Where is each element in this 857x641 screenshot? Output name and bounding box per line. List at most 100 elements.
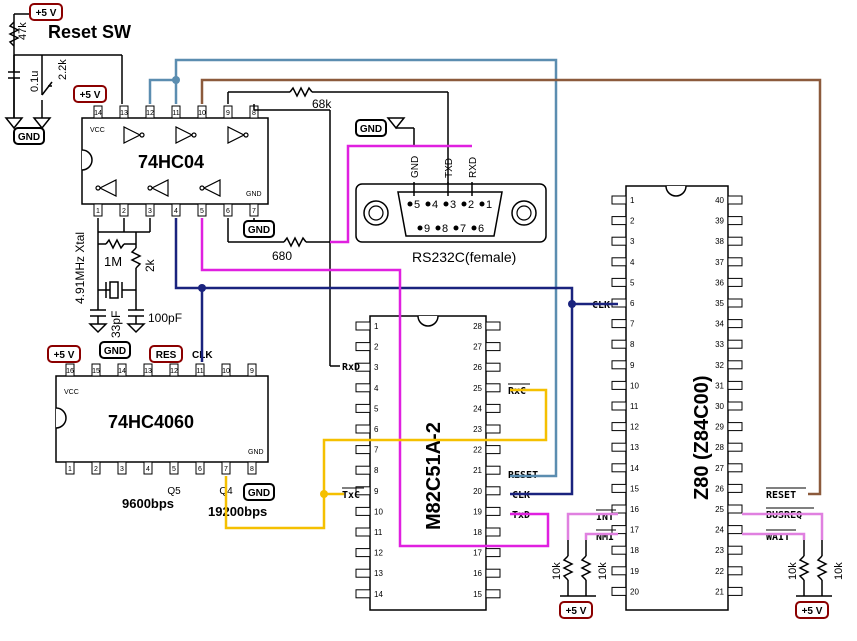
ic-pin (221, 461, 231, 475)
pin-number: 14 (374, 590, 383, 599)
ic-pin (91, 363, 101, 377)
ic-pin (611, 339, 627, 349)
pin-number: 7 (630, 320, 635, 329)
pin-number: 13 (144, 368, 152, 375)
pin-number: 10 (374, 507, 383, 516)
gnd-label-4060: GND (248, 488, 270, 499)
pin-number: 2 (374, 343, 379, 352)
uart-txd-label: TxD (512, 510, 530, 521)
ic-pin (727, 236, 743, 246)
pin-number: 13 (630, 443, 639, 452)
page-title: Reset SW (48, 22, 131, 42)
pin-number: 15 (92, 368, 100, 375)
vcc-box-top (29, 3, 63, 21)
pin-number: 2 (630, 217, 635, 226)
pin-number: 6 (630, 299, 635, 308)
gnd-symbol-reset (4, 117, 52, 130)
r68k-label: 68k (312, 97, 332, 111)
ic-pin (485, 342, 501, 352)
pin-number: 15 (473, 590, 482, 599)
ic-pin (355, 362, 371, 372)
uart-txc-label: TxC (342, 490, 360, 501)
res-label-4060: RES (156, 350, 177, 361)
pin-number: 16 (630, 505, 639, 514)
ic-pin (727, 380, 743, 390)
ic-pin (611, 422, 627, 432)
uart-rxc-label: RxC (508, 386, 526, 397)
pin-number: 7 (374, 446, 379, 455)
pin-number: 10 (222, 368, 230, 375)
net-z80-reset-brown (200, 78, 822, 496)
ic-pin (727, 545, 743, 555)
ic-pin (727, 339, 743, 349)
pin-number: 4 (146, 466, 150, 473)
ic-pin (727, 360, 743, 370)
db9-gnd-label: GND (410, 156, 421, 178)
db9-txd-label: TXD (444, 158, 455, 178)
pin-number: 35 (715, 299, 724, 308)
pin-number: 12 (170, 368, 178, 375)
gnd-box-4060 (243, 483, 275, 501)
pin-number: 24 (473, 404, 482, 413)
pin-number: 33 (715, 340, 724, 349)
gnd-label-reset: GND (18, 132, 40, 143)
pin-number: 7 (224, 466, 228, 473)
db9-pin (453, 225, 459, 231)
ic-pin (727, 319, 743, 329)
colored-nets (148, 58, 824, 548)
pin-number: 28 (473, 322, 482, 331)
c33p-label: 33pF (109, 311, 123, 338)
ic-pin (117, 363, 127, 377)
pin-number: 1 (68, 466, 72, 473)
pin-number: 1 (96, 208, 100, 215)
db9-pin (479, 201, 485, 207)
vcc-label-int: +5 V (566, 606, 587, 617)
z80-name: Z80 (Z84C00) (691, 376, 713, 501)
ic-pin (485, 589, 501, 599)
db9-pin-number: 5 (414, 199, 420, 211)
baud-9600-label: 9600bps (122, 496, 174, 511)
pin-number: 25 (473, 384, 482, 393)
ic-pin (197, 203, 207, 217)
ic4060-vcc-label: VCC (64, 389, 79, 396)
ic-pin (195, 363, 205, 377)
net-int-pink (566, 512, 618, 540)
pin-number: 6 (226, 208, 230, 215)
rs232-label: RS232C(female) (412, 249, 516, 265)
pin-number: 3 (120, 466, 124, 473)
vcc-box-4060 (47, 345, 81, 363)
ic-pin (485, 568, 501, 578)
ic-z80: Z80 (Z84C00) 123456789101112131415161718… (611, 185, 743, 611)
ic-pin (143, 461, 153, 475)
r10k-int-label: 10k (551, 562, 563, 580)
pin-number: 4 (630, 258, 635, 267)
db9-pin (407, 201, 413, 207)
ic-pin (485, 548, 501, 558)
db9-pin-number: 2 (468, 199, 474, 211)
vcc-box-busreq (795, 601, 829, 619)
ic-pin (611, 545, 627, 555)
net-txd-magenta (200, 218, 550, 548)
ic-pin (93, 105, 103, 119)
res-box-4060 (149, 345, 183, 363)
ic-pin (485, 362, 501, 372)
ic-pin (117, 461, 127, 475)
ic-pin (65, 363, 75, 377)
pin-number: 3 (148, 208, 152, 215)
ic04-gnd-label: GND (246, 191, 262, 198)
ic-pin (485, 486, 501, 496)
db9-pin (435, 225, 441, 231)
db9-pin-number: 6 (478, 223, 484, 235)
ic-pin (727, 442, 743, 452)
net-nmi-pink (584, 532, 618, 540)
